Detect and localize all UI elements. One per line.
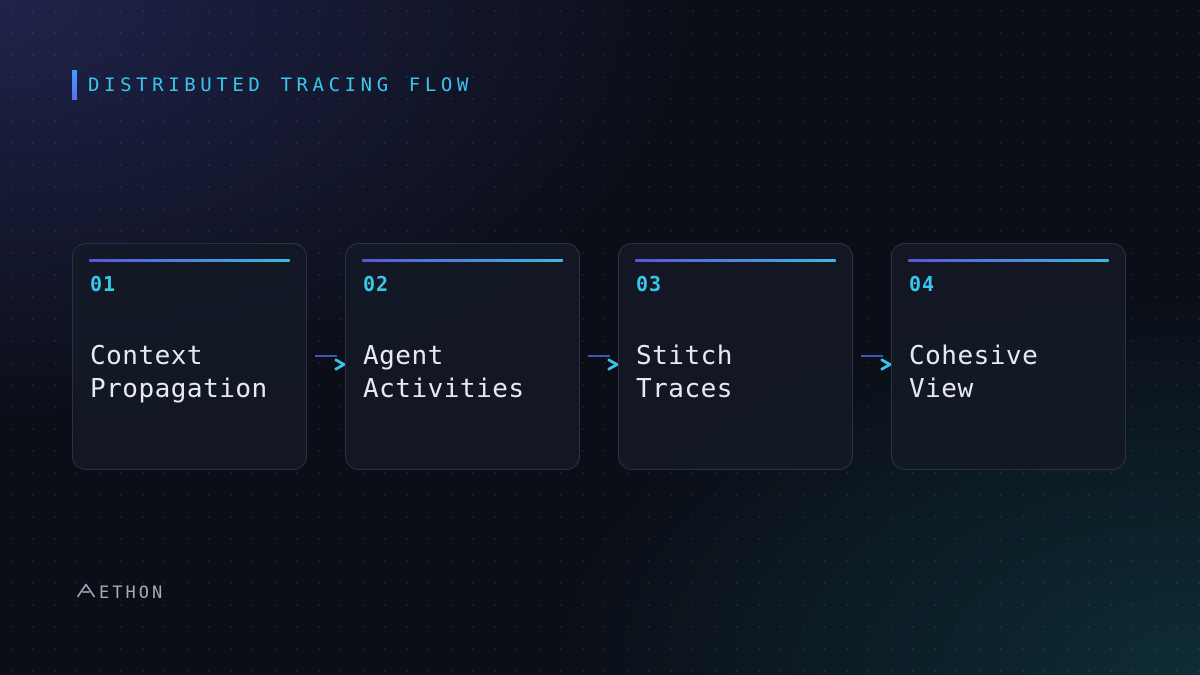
flow-arrow-icon [860,345,894,373]
brand-logo: ETHON [76,583,165,603]
flow-step-card: 04 Cohesive View [891,243,1126,470]
step-label: Stitch Traces [636,341,733,404]
step-number: 02 [363,272,390,296]
flow-arrow-icon [314,345,348,373]
brand-name: ETHON [99,583,166,603]
step-label: Context Propagation [90,341,268,404]
card-accent-line [635,259,836,262]
flow-step-card: 02 Agent Activities [345,243,580,470]
flow-step-card: 03 Stitch Traces [618,243,853,470]
flow-arrow-icon [587,345,621,373]
card-accent-line [89,259,290,262]
slide-header: DISTRIBUTED TRACING FLOW [72,70,473,100]
flow-step-card: 01 Context Propagation [72,243,307,470]
step-number: 03 [636,272,663,296]
slide-title: DISTRIBUTED TRACING FLOW [88,74,473,96]
step-label: Cohesive View [909,341,1039,404]
title-accent-bar [72,70,77,100]
step-number: 04 [909,272,936,296]
card-accent-line [362,259,563,262]
step-number: 01 [90,272,117,296]
card-accent-line [908,259,1109,262]
delta-logo-icon [76,583,96,603]
step-label: Agent Activities [363,341,525,404]
